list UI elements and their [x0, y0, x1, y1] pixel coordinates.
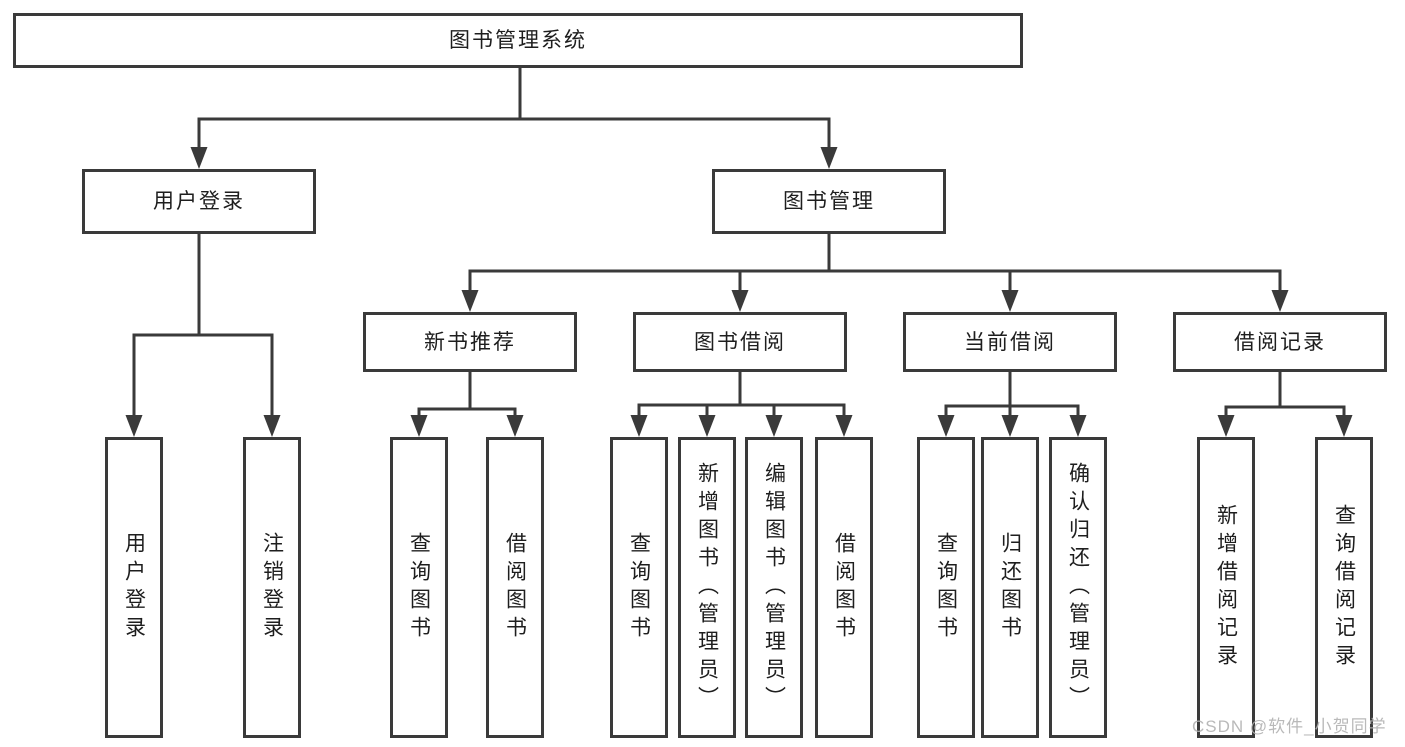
leaf-confirm-return-admin: 确认归还（管理员）	[1049, 437, 1107, 738]
edge-current-leaves	[944, 370, 1080, 424]
edge-borrow-leaves	[637, 370, 846, 424]
leaf-add-borrow-record: 新增借阅记录	[1197, 437, 1255, 738]
watermark: CSDN @软件_小贺同学	[1192, 717, 1387, 736]
edge-recommend-leaves	[417, 370, 517, 424]
leaf-add-book-admin: 新增图书（管理员）	[678, 437, 736, 738]
node-new-book-recommend: 新书推荐	[363, 312, 577, 372]
node-book-borrow: 图书借阅	[633, 312, 847, 372]
leaf-return-book: 归还图书	[981, 437, 1039, 738]
node-user-login: 用户登录	[82, 169, 316, 234]
node-current-borrow: 当前借阅	[903, 312, 1117, 372]
leaf-logout: 注销登录	[243, 437, 301, 738]
arrowheads	[125, 147, 1353, 437]
node-borrow-records: 借阅记录	[1173, 312, 1387, 372]
leaf-query-books-current: 查询图书	[917, 437, 975, 738]
leaf-edit-book-admin: 编辑图书（管理员）	[745, 437, 803, 738]
leaf-query-borrow-record: 查询借阅记录	[1315, 437, 1373, 738]
leaf-borrow-books-recommend: 借阅图书	[486, 437, 544, 738]
leaf-user-login: 用户登录	[105, 437, 163, 738]
leaf-query-books-borrow: 查询图书	[610, 437, 668, 738]
node-book-management: 图书管理	[712, 169, 946, 234]
leaf-query-books-recommend: 查询图书	[390, 437, 448, 738]
edge-root-level2	[197, 66, 831, 155]
edge-bookmgmt-level3	[468, 232, 1282, 299]
edge-userlogin-leaves	[132, 232, 274, 424]
edge-records-leaves	[1224, 370, 1346, 424]
leaf-borrow-books-borrow: 借阅图书	[815, 437, 873, 738]
node-library-management-system: 图书管理系统	[13, 13, 1023, 68]
